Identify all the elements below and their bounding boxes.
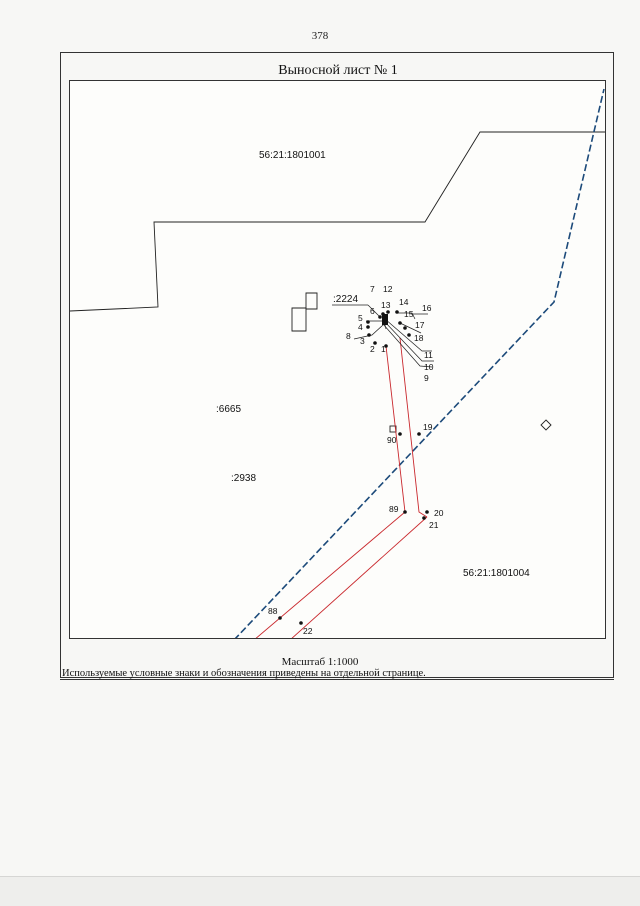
point-90 bbox=[398, 432, 402, 436]
cadastral-map: 56:21:1801001 56:21:1801004 :2224 :6665 … bbox=[70, 88, 605, 638]
point-label-11: 11 bbox=[424, 350, 433, 360]
point-label-8: 8 bbox=[346, 331, 351, 341]
label-parcel-2224: :2224 bbox=[333, 294, 358, 305]
point-22 bbox=[299, 621, 303, 625]
point-label-10: 10 bbox=[424, 362, 434, 372]
map-frame: 56:21:1801001 56:21:1801004 :2224 :6665 … bbox=[69, 80, 606, 639]
point-20 bbox=[425, 510, 429, 514]
point-18 bbox=[407, 333, 411, 337]
point-21 bbox=[422, 516, 426, 520]
note-underline bbox=[60, 679, 614, 680]
point-1 bbox=[384, 344, 388, 348]
vertex-cluster bbox=[382, 314, 388, 325]
label-underline-2224-leader bbox=[367, 304, 380, 317]
point-label-88: 88 bbox=[268, 606, 278, 616]
point-label-17: 17 bbox=[415, 320, 425, 330]
diamond-marker bbox=[540, 419, 552, 431]
point-label-15: 15 bbox=[404, 309, 414, 319]
point-label-1: 1 bbox=[381, 344, 386, 354]
survey-marker-90 bbox=[389, 425, 397, 433]
page-number: 378 bbox=[311, 30, 329, 42]
building-outline bbox=[291, 307, 307, 332]
point-label-21: 21 bbox=[429, 520, 439, 530]
point-label-9: 9 bbox=[424, 373, 429, 383]
point-label-14: 14 bbox=[399, 297, 409, 307]
point-4 bbox=[366, 325, 370, 329]
point-89 bbox=[403, 510, 407, 514]
sheet-title: Выносной лист № 1 bbox=[278, 63, 398, 78]
scan-bottom-edge bbox=[0, 876, 640, 906]
point-17 bbox=[403, 326, 407, 330]
point-15 bbox=[398, 321, 402, 325]
point-label-3: 3 bbox=[360, 336, 365, 346]
point-6 bbox=[378, 315, 382, 319]
point-12 bbox=[386, 310, 390, 314]
leader-lines bbox=[353, 312, 434, 368]
building-outline bbox=[305, 292, 318, 310]
cadastral-boundary-line bbox=[234, 88, 605, 638]
label-block-north: 56:21:1801001 bbox=[259, 150, 326, 161]
point-label-12: 12 bbox=[383, 284, 393, 294]
survey-points bbox=[278, 310, 429, 625]
point-5 bbox=[366, 320, 370, 324]
point-label-19: 19 bbox=[423, 422, 433, 432]
point-88 bbox=[278, 616, 282, 620]
point-label-5: 5 bbox=[358, 313, 363, 323]
point-label-20: 20 bbox=[434, 508, 444, 518]
label-block-south: 56:21:1801004 bbox=[463, 568, 530, 579]
point-label-90: 90 bbox=[387, 435, 397, 445]
scale-label: Масштаб 1:1000 bbox=[281, 656, 359, 668]
point-label-7: 7 bbox=[370, 284, 375, 294]
point-19 bbox=[417, 432, 421, 436]
point-14 bbox=[395, 310, 399, 314]
point-labels: 1 2 3 4 5 6 7 8 9 10 11 12 13 14 15 16 1… bbox=[268, 284, 444, 636]
label-parcel-6665: :6665 bbox=[216, 404, 241, 415]
sheet-frame: Выносной лист № 1 bbox=[60, 52, 614, 678]
point-2 bbox=[373, 341, 377, 345]
point-3 bbox=[367, 333, 371, 337]
point-label-16: 16 bbox=[422, 303, 432, 313]
legend-note: Используемые условные знаки и обозначени… bbox=[62, 668, 426, 679]
point-label-6: 6 bbox=[370, 306, 375, 316]
point-label-13: 13 bbox=[381, 300, 391, 310]
point-label-18: 18 bbox=[414, 333, 424, 343]
block-boundary-north bbox=[70, 131, 605, 312]
label-parcel-2938: :2938 bbox=[231, 473, 256, 484]
point-label-22: 22 bbox=[303, 626, 313, 636]
route-lines bbox=[255, 337, 428, 638]
point-label-89: 89 bbox=[389, 504, 399, 514]
point-label-4: 4 bbox=[358, 322, 363, 332]
point-label-2: 2 bbox=[370, 344, 375, 354]
